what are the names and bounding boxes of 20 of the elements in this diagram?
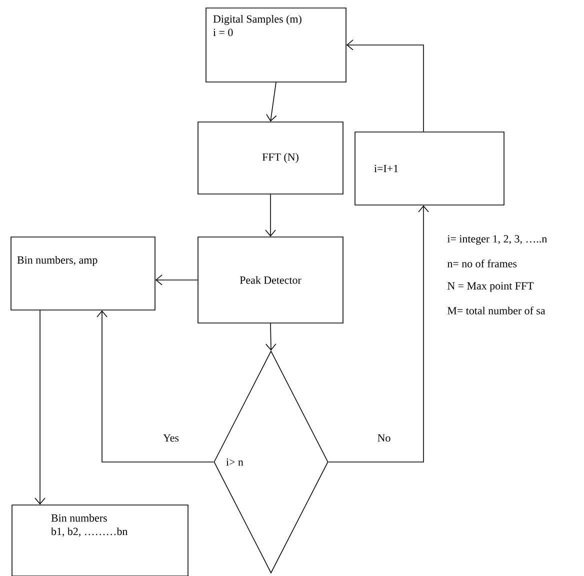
edge-label: No xyxy=(376,433,392,443)
process-box: FFT (N) xyxy=(198,122,344,194)
process-box: i=I+1 xyxy=(354,132,504,206)
note-text: M= total number of sa xyxy=(448,306,546,314)
arrow xyxy=(265,194,276,237)
process-box: Digital Samples (m) i = 0 xyxy=(206,8,346,82)
note-text: i= integer 1, 2, 3, …..n xyxy=(447,235,547,245)
arrow xyxy=(266,322,276,351)
edge-label: Yes xyxy=(162,433,180,443)
note-text: N = Max point FFT xyxy=(448,282,534,292)
arrow xyxy=(346,40,424,132)
process-box: Peak Detector xyxy=(198,236,344,324)
process-box: Bin numbers, amp xyxy=(10,236,156,310)
arrow xyxy=(96,310,214,462)
note-text: n= no of frames xyxy=(447,260,517,268)
arrow xyxy=(266,82,277,122)
arrow xyxy=(34,310,46,505)
process-box: Bin numbers b1, b2, ………bn xyxy=(12,504,188,576)
arrow xyxy=(328,205,429,462)
arrow xyxy=(155,274,198,286)
